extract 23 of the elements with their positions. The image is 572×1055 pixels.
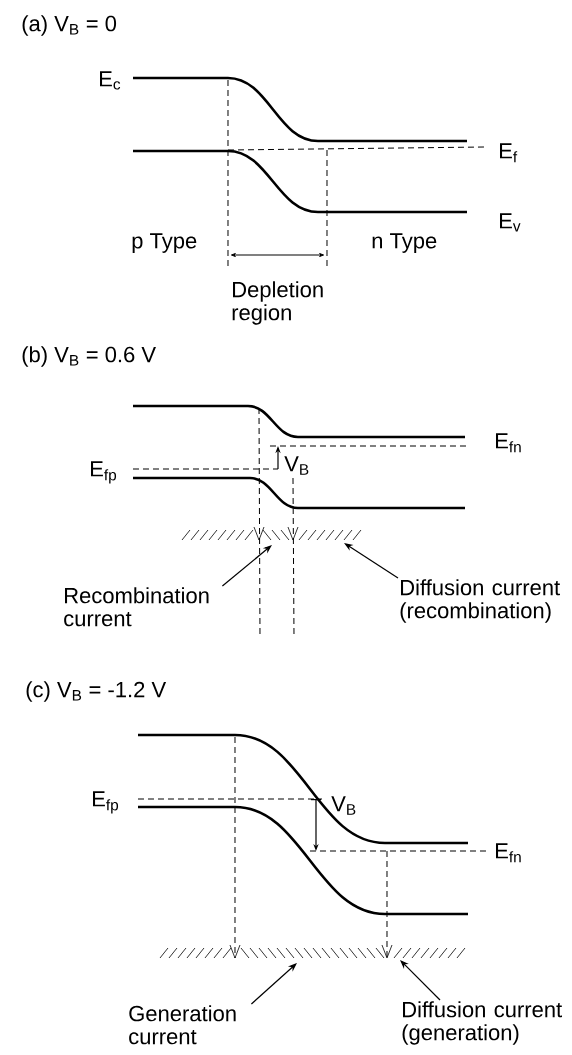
callout-text: Diffusion current (recombination) xyxy=(400,579,560,623)
leader-arrow xyxy=(250,963,297,1005)
label-text: (c) V$_{B}$ = -1.2 V xyxy=(26,681,167,702)
label-text: (a) V$_{B}$ = 0 xyxy=(22,15,117,36)
label-text: E$_{fn}$ xyxy=(496,843,521,863)
label-text: E$_{fn}$ xyxy=(496,433,521,453)
label-text: V$_{B}$ xyxy=(284,456,309,475)
label-text: E$_{v}$ xyxy=(500,213,521,232)
label-text: (b) V$_{B}$ = 0.6 V xyxy=(22,346,156,367)
leader-arrow xyxy=(221,545,272,587)
callout-text: Generation current xyxy=(129,1005,236,1045)
label-text: p Type xyxy=(132,233,197,253)
callout-text: Recombination current xyxy=(64,587,209,627)
label-text: E$_{fp}$ xyxy=(93,791,119,814)
label-text: V$_{B}$ xyxy=(331,796,356,815)
leader-arrow xyxy=(344,543,399,579)
label-text: E$_{c}$ xyxy=(100,71,121,90)
leader-arrow xyxy=(400,960,441,1001)
label-text: Depletion region xyxy=(232,281,323,325)
label-text: E$_{f}$ xyxy=(500,143,518,163)
label-text: n Type xyxy=(372,233,437,253)
callout-text: Diffusion current (generation) xyxy=(402,1001,562,1045)
label-text: E$_{fp}$ xyxy=(91,461,117,484)
